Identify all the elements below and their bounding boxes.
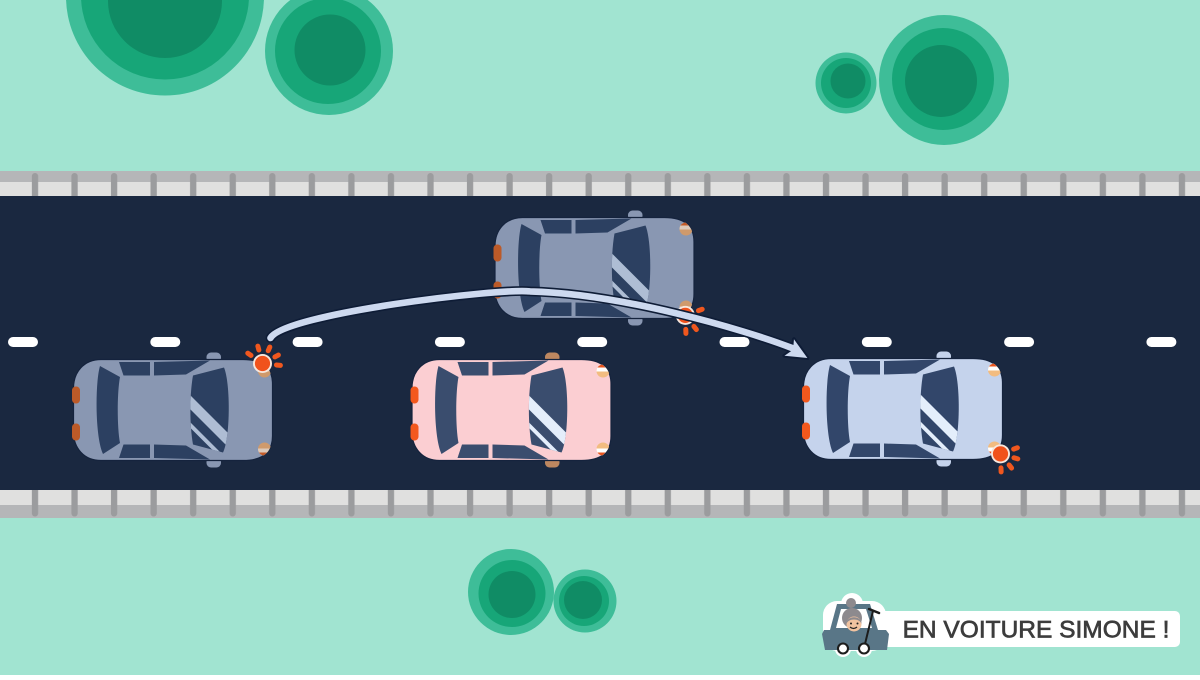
svg-text:EN VOITURE SIMONE !: EN VOITURE SIMONE ! — [903, 617, 1170, 644]
